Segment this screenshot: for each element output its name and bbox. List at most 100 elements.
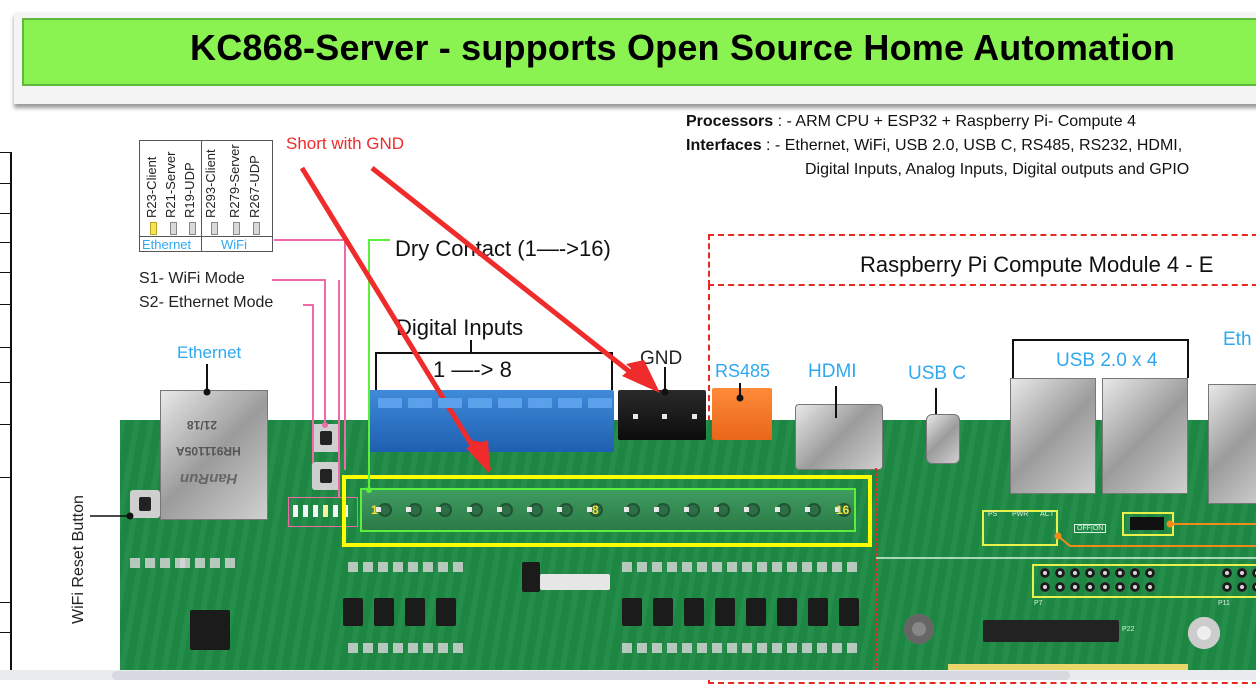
dry-contact-outline [360,488,856,532]
legend-divider [139,236,273,237]
gpio-pin [1237,582,1247,592]
board-led [293,505,298,517]
wifi-reset-button-label: WiFi Reset Button [70,495,87,624]
interfaces-value: : - Ethernet, WiFi, USB 2.0, USB C, RS48… [761,137,1183,154]
terminal-pin [633,414,638,419]
usb-2-port-stack [1010,378,1096,494]
rs485-terminal-block [712,388,772,440]
title-banner [22,18,1256,86]
terminal-screw [655,503,670,517]
s1-wifi-mode-label: S1- WiFi Mode [139,270,245,287]
led-mode-legend [139,140,273,252]
terminal-pin [376,507,381,512]
terminal-slot [378,398,402,408]
terminal-screw [686,503,700,517]
page-title: KC868-Server - supports Open Source Home… [190,27,1176,68]
gpio-pin [1145,582,1155,592]
led-indicator-off [189,222,196,235]
terminal-screw [438,503,453,517]
terminal-screw [589,503,604,517]
optocoupler-chip [746,598,766,626]
board-led [303,505,308,517]
hdmi-port [795,404,883,470]
ethernet-jack-marking: HR911105A [176,444,241,458]
boot-switch[interactable] [1130,517,1164,530]
board-led [333,505,338,517]
yellow-strip [948,664,1188,670]
terminal-number-1: 1 [371,503,378,517]
terminal-pin [527,507,532,512]
gpio-pin [1222,568,1232,578]
usb-c-port [926,414,960,464]
optocoupler-chip [684,598,704,626]
gpio-pin [1055,582,1065,592]
gpio-pin [1115,568,1125,578]
terminal-pin [557,507,563,512]
optocoupler-chip [436,598,456,626]
dry-contact-highlight [342,475,872,547]
optocoupler-chip [777,598,797,626]
terminal-slot [558,398,582,408]
left-table-edge [0,152,12,680]
led-label: R19-UDP [182,162,197,218]
optocoupler-chip [839,598,859,626]
terminal-slot [438,398,462,408]
rs485-port-label: RS485 [715,361,771,381]
processors-spec: Processors : - ARM CPU + ESP32 + Raspber… [686,113,1136,131]
ethernet-jack-left [160,390,268,520]
terminal-pin [835,507,840,512]
led-label: R23-Client [144,156,159,218]
terminal-pin [714,507,720,512]
gpio-pin [1130,582,1140,592]
interfaces-value-line2: Digital Inputs, Analog Inputs, Digital o… [805,161,1190,178]
bottom-scroll-thumb[interactable] [112,671,1070,680]
terminal-screw [716,503,731,517]
s2-ethernet-mode-label: S2- Ethernet Mode [139,294,274,311]
raspberry-pi-module-label: Raspberry Pi Compute Module 4 - E [860,252,1214,277]
gpio-pin [1237,568,1247,578]
ethernet-port-right-label: Eth [1223,329,1252,350]
raspberry-pi-module-title-frame [708,234,1256,286]
ethernet-port-label: Ethernet [177,343,242,362]
silk-ps: PS [988,511,998,518]
ethernet-jack-marking: 21/18 [187,418,218,432]
terminal-pin [587,507,593,512]
gnd-label: GND [640,348,683,369]
resistor-row [348,643,468,653]
status-leds-frame [288,497,358,527]
terminal-pin [496,507,502,512]
gpio-pin [1070,568,1080,578]
resistor-row [180,558,240,568]
terminal-pin [744,507,750,512]
terminal-screw [468,503,483,517]
led-indicator-on [150,222,157,235]
terminal-screw [746,503,761,517]
gpio-pin [1252,582,1256,592]
red-arrowhead [622,366,660,393]
silk-act: ACT [1040,511,1054,518]
led-indicator-off [170,222,177,235]
terminal-pin [804,507,810,512]
optocoupler-chip [343,598,363,626]
board-led [323,505,328,517]
silk-p7: P7 [1034,600,1043,607]
resistor-row [622,562,862,572]
terminal-pin [436,507,442,512]
optocoupler-chip [405,598,425,626]
jp8-header [540,574,610,590]
gpio-pin [1100,582,1110,592]
gpio-pin [1085,568,1095,578]
led-indicator-off [253,222,260,235]
terminal-slot [498,398,522,408]
gpio-pin [1040,568,1050,578]
terminal-pin [653,507,659,512]
terminal-screw [408,503,423,517]
legend-wifi-group: WiFi [221,237,247,252]
silk-pwr: PWR [1012,511,1029,518]
gpio-pin [1115,582,1125,592]
processors-value: : - ARM CPU + ESP32 + Raspberry Pi- Comp… [773,113,1136,130]
resistor-row [348,562,468,572]
board-led [313,505,318,517]
gpio-pin [1145,568,1155,578]
legend-divider [201,140,202,252]
